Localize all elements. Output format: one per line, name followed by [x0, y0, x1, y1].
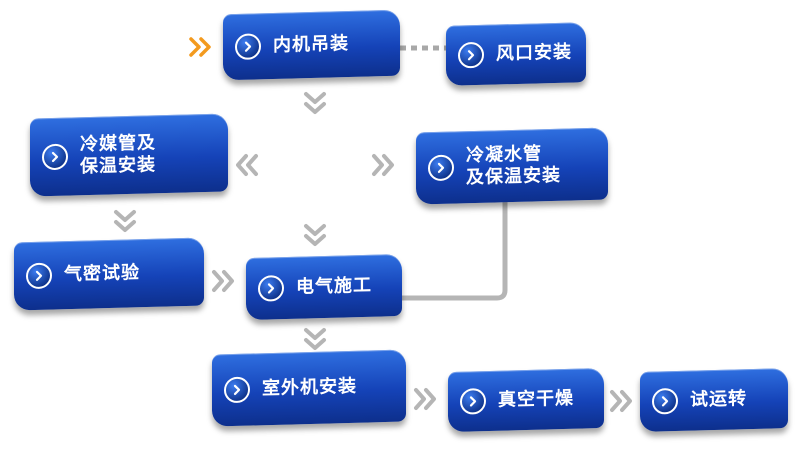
node-label: 气密试验: [64, 262, 140, 286]
node-label: 电气施工: [296, 274, 372, 298]
condensate-return-line: [402, 200, 508, 301]
node-label: 风口安装: [496, 41, 572, 65]
double-chevron-right-icon: [412, 386, 438, 412]
start-arrow-icon: [188, 36, 214, 58]
node-outdoor-install: 室外机安装: [212, 349, 406, 427]
double-chevron-down-icon: [302, 222, 328, 248]
chevron-right-icon: [26, 262, 52, 290]
chevron-right-icon: [652, 387, 678, 415]
double-chevron-down-icon: [302, 90, 328, 116]
node-vacuum-drying: 真空干燥: [448, 367, 604, 433]
node-label: 内机吊装: [273, 33, 349, 57]
double-chevron-left-icon: [234, 152, 260, 178]
chevron-right-icon: [42, 143, 68, 171]
double-chevron-down-icon: [112, 208, 138, 234]
node-refrigerant-pipe: 冷媒管及 保温安装: [30, 113, 228, 197]
node-indoor-hoisting: 内机吊装: [223, 9, 400, 81]
chevron-right-icon: [258, 275, 284, 302]
node-electrical: 电气施工: [246, 253, 402, 321]
node-test-run: 试运转: [640, 368, 788, 432]
double-chevron-right-icon: [608, 388, 634, 414]
double-chevron-right-icon: [210, 268, 236, 294]
node-label: 冷凝水管 及保温安装: [466, 143, 561, 189]
node-label: 真空干燥: [498, 387, 574, 411]
node-air-tightness: 气密试验: [14, 237, 204, 311]
chevron-right-icon: [428, 154, 454, 182]
double-chevron-right-icon: [370, 152, 396, 178]
double-chevron-down-icon: [302, 326, 328, 352]
chevron-right-icon: [460, 388, 486, 415]
chevron-right-icon: [458, 41, 484, 69]
node-label: 室外机安装: [262, 375, 357, 400]
node-air-outlet: 风口安装: [446, 22, 586, 86]
node-label: 试运转: [690, 388, 747, 411]
node-label: 冷媒管及 保温安装: [80, 132, 156, 178]
node-condensate-pipe: 冷凝水管 及保温安装: [416, 127, 608, 205]
chevron-right-icon: [224, 376, 250, 404]
chevron-right-icon: [235, 33, 261, 61]
